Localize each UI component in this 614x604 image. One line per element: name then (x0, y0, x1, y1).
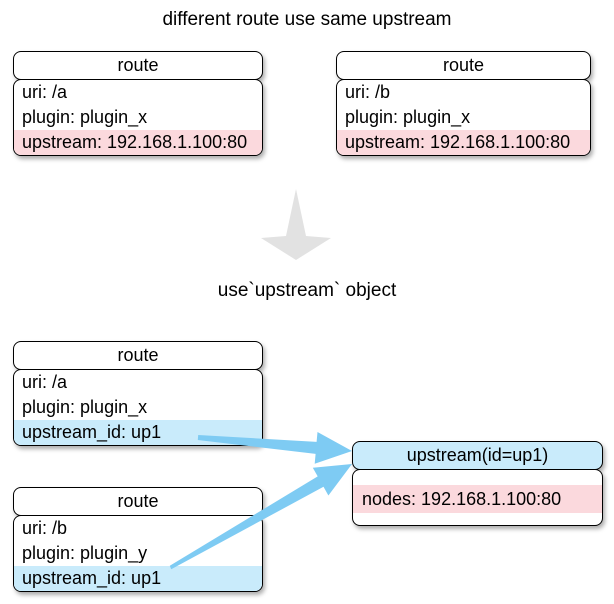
field-nodes: nodes: 192.168.1.100:80 (353, 484, 602, 513)
field-upstream-id: upstream_id: up1 (14, 565, 262, 591)
route-box-title: route (13, 51, 263, 80)
field-plugin: plugin: plugin_x (345, 106, 471, 127)
upstream-box-body: nodes: 192.168.1.100:80 (352, 468, 603, 526)
field-upstream: upstream: 192.168.1.100:80 (337, 129, 590, 155)
route-box-bottom-b: route uri: /b plugin: plugin_y upstream_… (13, 487, 263, 592)
field-uri: uri: /b (22, 517, 68, 538)
upstream-box: upstream(id=up1) nodes: 192.168.1.100:80 (352, 441, 603, 526)
field-plugin: plugin: plugin_x (22, 396, 148, 417)
route-box-title: route (336, 51, 591, 80)
field-upstream-id: upstream_id: up1 (14, 419, 262, 445)
field-uri: uri: /a (22, 371, 68, 392)
route-box-body: uri: /b plugin: plugin_y upstream_id: up… (13, 514, 263, 592)
route-box-bottom-a: route uri: /a plugin: plugin_x upstream_… (13, 341, 263, 446)
route-box-title: route (13, 487, 263, 516)
field-plugin: plugin: plugin_x (22, 106, 148, 127)
spacer (353, 513, 602, 525)
diagram-title: different route use same upstream (162, 9, 452, 30)
upstream-box-title: upstream(id=up1) (352, 441, 603, 470)
route-box-body: uri: /a plugin: plugin_x upstream: 192.1… (13, 78, 263, 156)
route-box-top-left: route uri: /a plugin: plugin_x upstream:… (13, 51, 263, 156)
route-box-top-right: route uri: /b plugin: plugin_x upstream:… (336, 51, 591, 156)
field-plugin: plugin: plugin_y (22, 542, 148, 563)
route-box-title: route (13, 341, 263, 370)
field-uri: uri: /a (22, 81, 68, 102)
down-arrow-icon (261, 189, 331, 260)
diagram-subtitle: use`upstream` object (217, 280, 397, 301)
field-uri: uri: /b (345, 81, 391, 102)
field-upstream: upstream: 192.168.1.100:80 (14, 129, 262, 155)
route-box-body: uri: /a plugin: plugin_x upstream_id: up… (13, 368, 263, 446)
route-box-body: uri: /b plugin: plugin_x upstream: 192.1… (336, 78, 591, 156)
spacer (353, 470, 602, 485)
